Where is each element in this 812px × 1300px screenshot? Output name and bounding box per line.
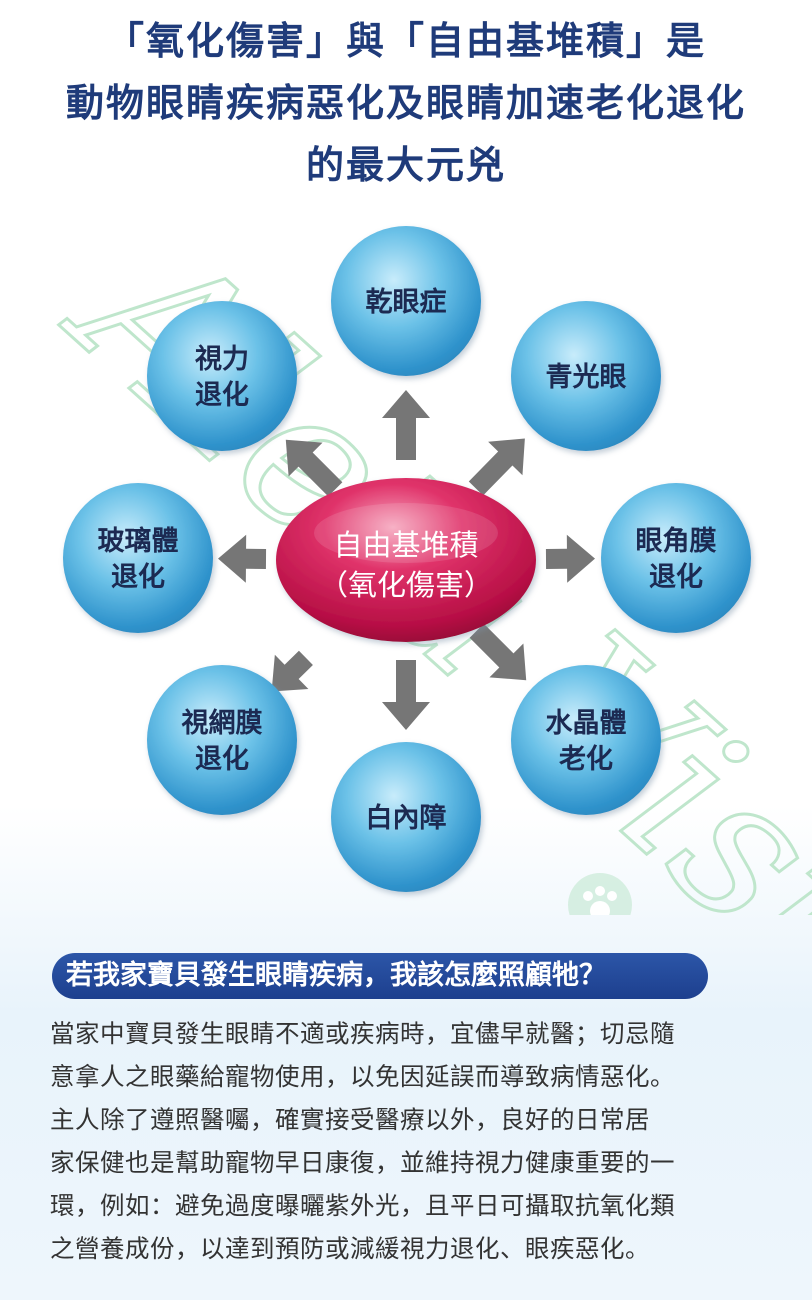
arrow-6 [218,534,267,583]
body-line: 當家中寶貝發生眼睛不適或疾病時，宜儘早就醫；切忌隨 [50,1019,675,1048]
body-line: 家保健也是幫助寵物早日康復，並維持視力健康重要的一 [50,1148,675,1177]
center-highlight [314,503,498,563]
free-radical-diagram: Aleta Vision 乾眼症青光眼眼角膜退化水晶體老化白內障視網膜退化玻璃體… [24,215,812,915]
outcome-label: 退化 [111,562,165,593]
outcome-node: 乾眼症 [331,226,481,376]
title-line-2: 動物眼睛疾病惡化及眼睛加速老化退化 [65,81,746,125]
outcome-label: 退化 [649,562,703,593]
outcome-bubble [511,665,661,815]
outcome-label: 白內障 [366,802,447,834]
body-line: 之營養成份，以達到預防或減緩視力退化、眼疾惡化。 [50,1234,650,1263]
outcome-bubble [331,742,481,892]
arrow-4 [382,660,430,730]
title-line-1: 「氧化傷害」與「自由基堆積」是 [105,19,706,63]
arrow-3 [469,623,527,681]
question-heading: 若我家寶貝發生眼睛疾病，我該怎麼照顧牠？ [52,953,708,999]
outcome-bubble [147,665,297,815]
outcome-label: 玻璃體 [98,526,179,557]
body-line: 環，例如：避免過度曝曬紫外光，且平日可攝取抗氧化類 [50,1191,675,1220]
arrow-layer [218,390,596,730]
outcome-label: 眼角膜 [636,525,717,557]
outcome-bubble [147,301,297,451]
outcome-label: 水晶體 [546,708,627,739]
arrow-1 [468,438,525,496]
title-line-3: 的最大元兇 [305,143,506,187]
center-ellipse [276,478,536,642]
body-paragraph: 當家中寶貝發生眼睛不適或疾病時，宜儘早就醫；切忌隨 意拿人之眼藥給寵物使用，以免… [50,1012,780,1270]
outcome-bubble [331,226,481,376]
outcome-label: 退化 [195,380,249,411]
outcome-label: 視網膜 [182,707,263,739]
outcome-node: 白內障 [331,742,481,892]
arrow-0 [382,390,430,460]
arrow-7 [285,439,343,497]
outcome-label: 青光眼 [546,362,627,393]
outcome-bubble [601,483,751,633]
outcome-label: 老化 [559,744,613,775]
page-title: 「氧化傷害」與「自由基堆積」是 動物眼睛疾病惡化及眼睛加速老化退化 的最大元兇 [0,10,812,196]
center-label-line-1: 自由基堆積 [333,528,478,562]
paw-icon [568,873,632,915]
outcome-bubble [63,483,213,633]
outcome-node: 視力退化 [147,301,297,451]
outcome-node: 青光眼 [511,301,661,451]
outcome-label: 視力 [195,344,249,375]
body-line: 意拿人之眼藥給寵物使用，以免因延誤而導致病情惡化。 [50,1062,675,1091]
outcome-label: 乾眼症 [366,287,447,318]
center-label-line-2: （氧化傷害） [319,568,493,602]
body-line: 主人除了遵照醫囑，確實接受醫療以外，良好的日常居 [50,1105,650,1134]
arrow-2 [545,534,596,583]
outcome-bubble [511,301,661,451]
center-node: 自由基堆積 （氧化傷害） [276,478,536,642]
arrow-5 [271,650,313,692]
outcome-label: 退化 [195,744,249,775]
